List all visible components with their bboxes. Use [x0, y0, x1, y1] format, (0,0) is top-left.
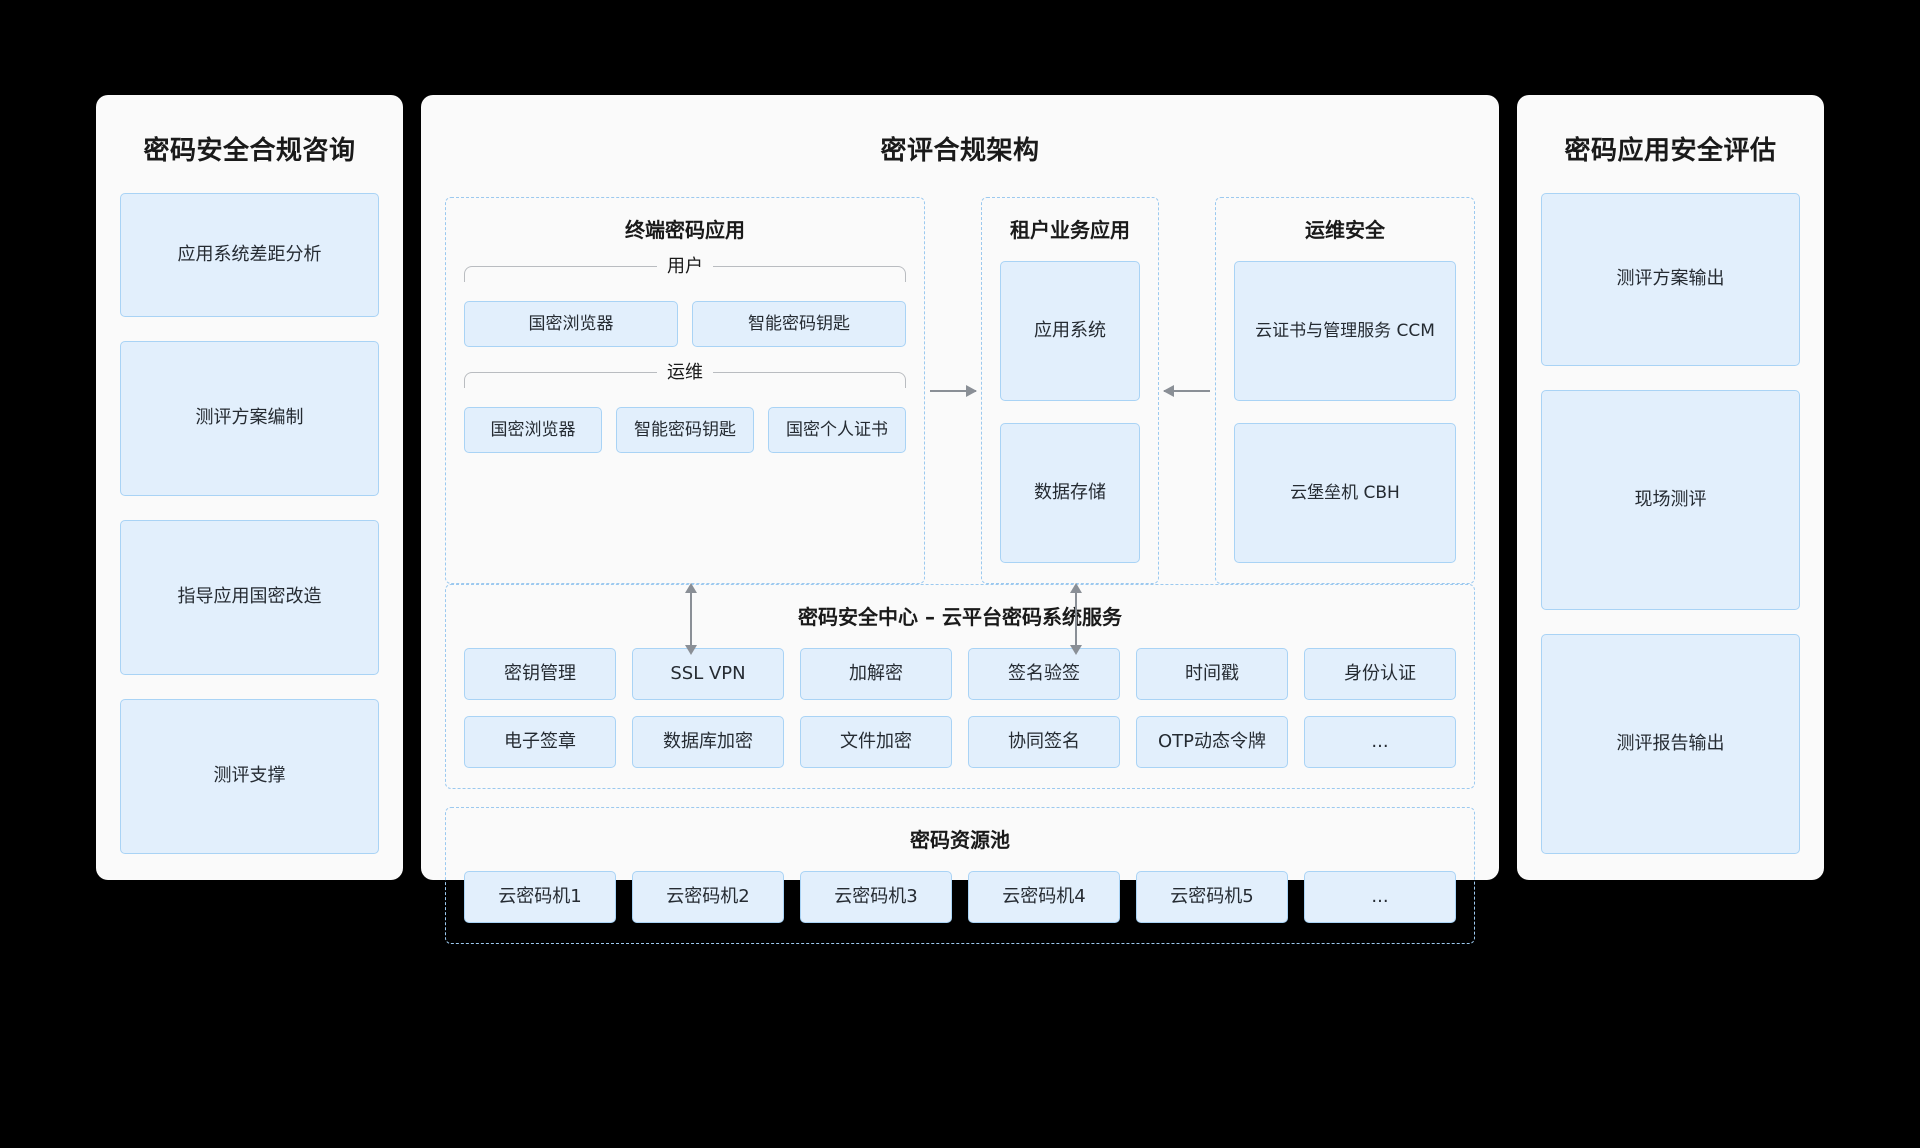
- left-panel-item-3[interactable]: 指导应用国密改造: [120, 520, 379, 676]
- ops-security-group: 运维安全 云证书与管理服务 CCM 云堡垒机 CBH: [1215, 197, 1475, 584]
- main-panel: 密评合规架构 终端密码应用 用户 国密浏览器 智能密码钥匙: [421, 95, 1499, 944]
- terminal-ops-chip-row: 国密浏览器 智能密码钥匙 国密个人证书: [464, 407, 906, 453]
- terminal-user-legend-bar: 用户: [464, 256, 906, 287]
- right-panel-item-1[interactable]: 测评方案输出: [1541, 193, 1800, 366]
- resource-pool-item[interactable]: 云密码机4: [968, 871, 1120, 923]
- ops-security-item-2[interactable]: 云堡垒机 CBH: [1234, 423, 1456, 563]
- security-service-item[interactable]: 身份认证: [1304, 648, 1456, 700]
- tenant-app-title: 租户业务应用: [1010, 218, 1130, 242]
- resource-pool-item[interactable]: 云密码机1: [464, 871, 616, 923]
- tenant-app-group: 租户业务应用 应用系统 数据存储: [981, 197, 1159, 584]
- legend-line-left: [464, 372, 657, 388]
- security-service-item[interactable]: 加解密: [800, 648, 952, 700]
- right-panel-title: 密码应用安全评估: [1564, 136, 1777, 166]
- right-panel: 密码应用安全评估 测评方案输出 现场测评 测评报告输出: [1517, 95, 1824, 880]
- main-panel-title: 密评合规架构: [880, 136, 1040, 166]
- arrow-left-icon: [1163, 384, 1210, 397]
- right-panel-item-2[interactable]: 现场测评: [1541, 389, 1800, 610]
- legend-line-left: [464, 266, 657, 282]
- tenant-app-item-2[interactable]: 数据存储: [1000, 423, 1140, 563]
- ops-security-item-1[interactable]: 云证书与管理服务 CCM: [1234, 261, 1456, 401]
- terminal-ops-group: 运维 国密浏览器 智能密码钥匙 国密个人证书: [464, 362, 906, 453]
- terminal-user-chip-2[interactable]: 智能密码钥匙: [692, 301, 906, 347]
- security-service-item[interactable]: OTP动态令牌: [1136, 716, 1288, 768]
- ops-security-title: 运维安全: [1305, 218, 1385, 242]
- double-arrow-vertical-icon-2: [1070, 583, 1082, 655]
- left-panel-item-1[interactable]: 应用系统差距分析: [120, 193, 379, 318]
- right-panel-item-list: 测评方案输出 现场测评 测评报告输出: [1541, 193, 1800, 854]
- resource-pool-item[interactable]: 云密码机2: [632, 871, 784, 923]
- left-panel-item-2[interactable]: 测评方案编制: [120, 341, 379, 497]
- left-panel-item-4[interactable]: 测评支撑: [120, 699, 379, 854]
- left-panel-title: 密码安全合规咨询: [143, 136, 356, 166]
- resource-pool-group: 密码资源池 云密码机1 云密码机2 云密码机3 云密码机4 云密码机5 ...: [445, 807, 1475, 944]
- ops-security-list: 云证书与管理服务 CCM 云堡垒机 CBH: [1234, 261, 1456, 563]
- terminal-crypto-group: 终端密码应用 用户 国密浏览器 智能密码钥匙 运维: [445, 197, 925, 584]
- architecture-top-zone: 终端密码应用 用户 国密浏览器 智能密码钥匙 运维: [445, 197, 1475, 584]
- arrow-gap-right: [1159, 197, 1215, 584]
- arrow-right-icon: [930, 384, 977, 397]
- terminal-crypto-title: 终端密码应用: [625, 218, 745, 242]
- security-service-item[interactable]: 电子签章: [464, 716, 616, 768]
- resource-pool-row: 云密码机1 云密码机2 云密码机3 云密码机4 云密码机5 ...: [464, 871, 1456, 923]
- tenant-app-item-1[interactable]: 应用系统: [1000, 261, 1140, 401]
- security-service-item[interactable]: 签名验签: [968, 648, 1120, 700]
- terminal-user-legend: 用户: [667, 256, 703, 277]
- security-service-item[interactable]: 时间戳: [1136, 648, 1288, 700]
- right-panel-item-3[interactable]: 测评报告输出: [1541, 633, 1800, 854]
- security-center-row-2: 电子签章 数据库加密 文件加密 协同签名 OTP动态令牌 ...: [464, 716, 1456, 768]
- terminal-user-chip-1[interactable]: 国密浏览器: [464, 301, 678, 347]
- security-service-item[interactable]: 密钥管理: [464, 648, 616, 700]
- security-center-group: 密码安全中心 – 云平台密码系统服务 密钥管理 SSL VPN 加解密 签名验签…: [445, 584, 1475, 789]
- terminal-user-group: 用户 国密浏览器 智能密码钥匙: [464, 256, 906, 347]
- terminal-ops-chip-1[interactable]: 国密浏览器: [464, 407, 602, 453]
- resource-pool-title: 密码资源池: [910, 828, 1010, 852]
- legend-line-right: [713, 266, 906, 282]
- terminal-user-chip-row: 国密浏览器 智能密码钥匙: [464, 301, 906, 347]
- terminal-ops-chip-2[interactable]: 智能密码钥匙: [616, 407, 754, 453]
- security-service-item[interactable]: 协同签名: [968, 716, 1120, 768]
- left-panel-item-list: 应用系统差距分析 测评方案编制 指导应用国密改造 测评支撑: [120, 193, 379, 854]
- security-service-item-more[interactable]: ...: [1304, 716, 1456, 768]
- double-arrow-vertical-icon-1: [685, 583, 697, 655]
- terminal-ops-legend-bar: 运维: [464, 362, 906, 393]
- security-service-item[interactable]: 数据库加密: [632, 716, 784, 768]
- tenant-app-list: 应用系统 数据存储: [1000, 261, 1140, 563]
- security-service-item[interactable]: SSL VPN: [632, 648, 784, 700]
- security-center-title: 密码安全中心 – 云平台密码系统服务: [798, 605, 1122, 629]
- resource-pool-item[interactable]: 云密码机3: [800, 871, 952, 923]
- left-panel: 密码安全合规咨询 应用系统差距分析 测评方案编制 指导应用国密改造 测评支撑: [96, 95, 403, 880]
- legend-line-right: [713, 372, 906, 388]
- terminal-ops-legend: 运维: [667, 362, 703, 383]
- security-center-row-1: 密钥管理 SSL VPN 加解密 签名验签 时间戳 身份认证: [464, 648, 1456, 700]
- resource-pool-item[interactable]: 云密码机5: [1136, 871, 1288, 923]
- resource-pool-item-more[interactable]: ...: [1304, 871, 1456, 923]
- terminal-ops-chip-3[interactable]: 国密个人证书: [768, 407, 906, 453]
- arrow-gap-left: [925, 197, 981, 584]
- security-service-item[interactable]: 文件加密: [800, 716, 952, 768]
